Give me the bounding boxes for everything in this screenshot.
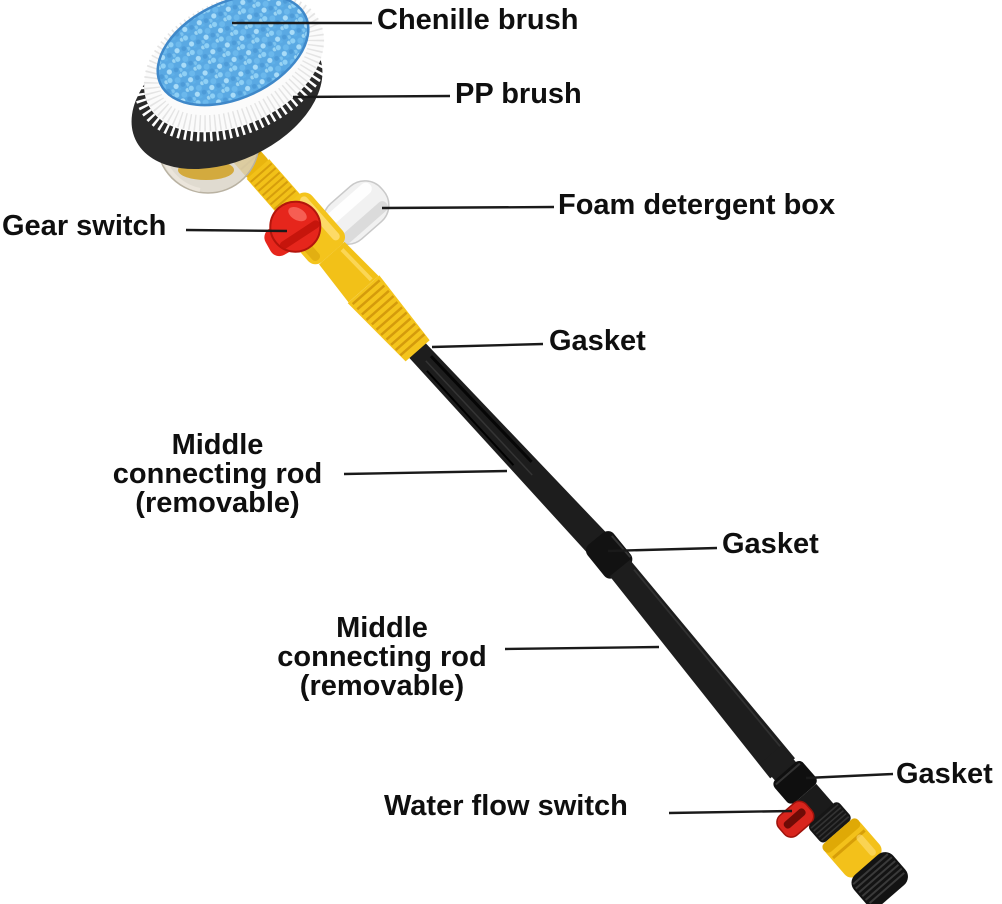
leader-lines — [185, 21, 894, 815]
bottom-assembly — [760, 745, 908, 904]
label-gasket-3: Gasket — [896, 758, 993, 790]
pole-upper — [227, 137, 430, 362]
label-pp-brush: PP brush — [455, 78, 582, 110]
leader-gasket-1 — [431, 342, 544, 349]
leader-gasket-3 — [805, 772, 894, 780]
label-middle-rod-2: Middle connecting rod (removable) — [277, 612, 487, 702]
leader-foam-box — [381, 205, 555, 210]
leader-gasket-2 — [607, 546, 718, 553]
gasket-coupler-middle — [585, 531, 633, 579]
leader-water-switch — [668, 809, 793, 815]
label-middle-rod-1: Middle connecting rod (removable) — [112, 429, 323, 519]
rod-upper — [408, 342, 617, 563]
gear-switch-knob — [264, 200, 322, 257]
rod-lower — [585, 531, 796, 779]
label-foam-detergent-box: Foam detergent box — [558, 189, 836, 221]
gasket-collar-bottom — [773, 761, 817, 804]
leader-rod-2 — [504, 645, 660, 651]
leader-pp-brush — [292, 94, 451, 99]
label-water-flow-switch: Water flow switch — [384, 790, 628, 822]
label-chenille-brush: Chenille brush — [377, 4, 579, 36]
leader-gear-switch — [185, 228, 288, 233]
label-gear-switch: Gear switch — [2, 210, 167, 242]
label-gasket-1: Gasket — [549, 325, 646, 357]
label-gasket-2: Gasket — [722, 528, 819, 560]
leader-rod-1 — [343, 469, 508, 476]
